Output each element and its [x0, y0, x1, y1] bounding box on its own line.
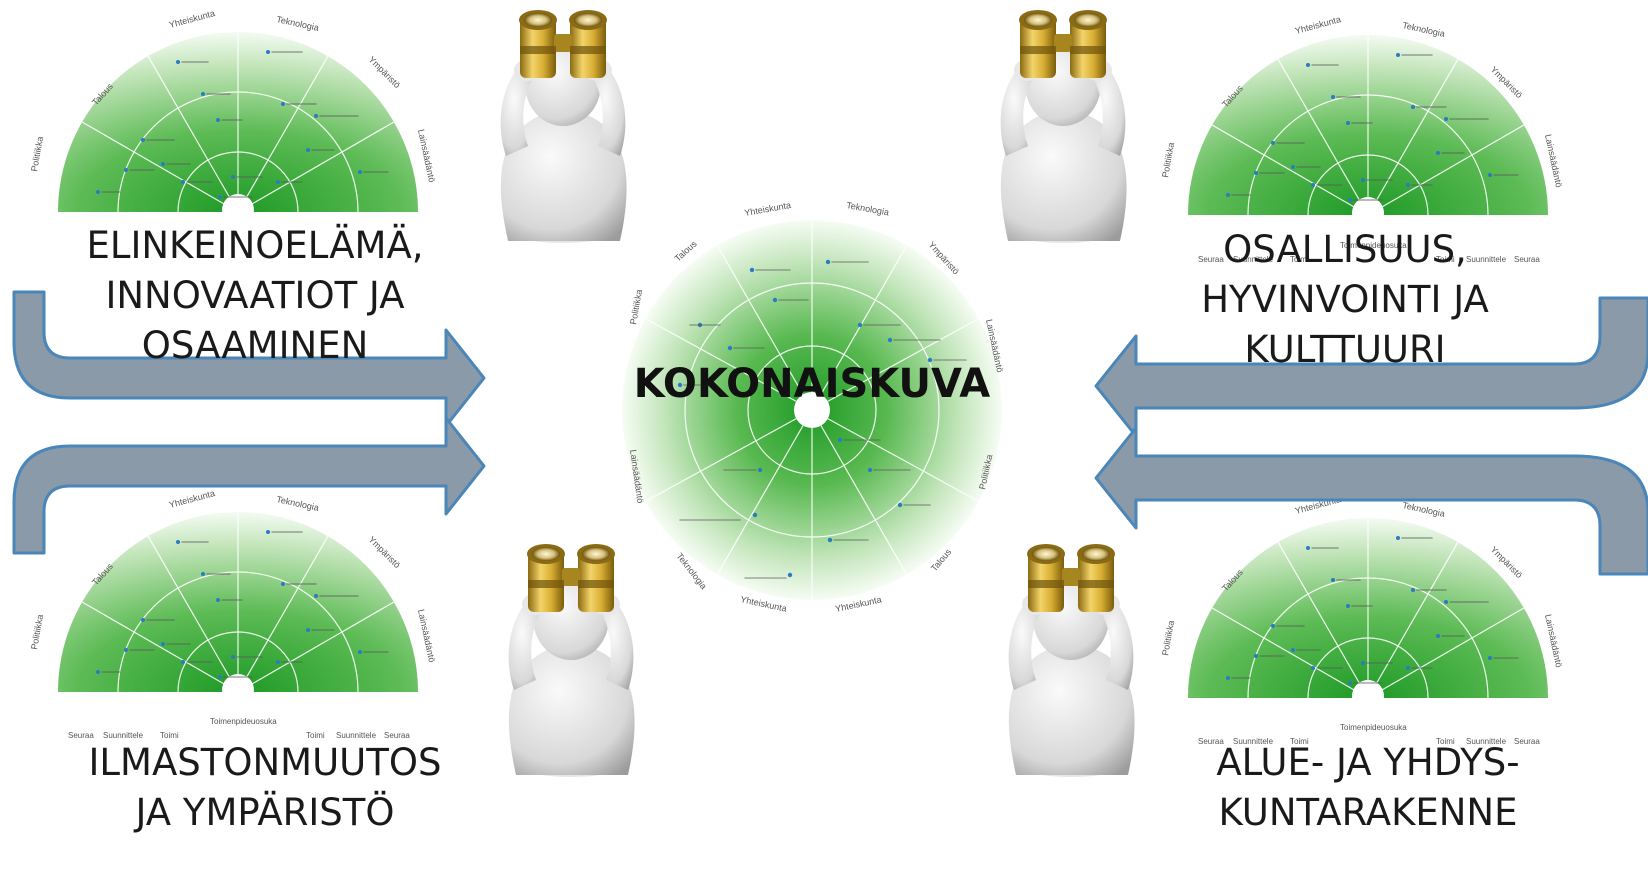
radar-bottom-labels: Seuraa Suunnittele Toimi Toimi Suunnitte…: [1198, 241, 1540, 264]
sector-label: Politiikka: [1160, 620, 1176, 657]
bottom-label: Suunnittele: [1233, 255, 1274, 264]
sector-label: Lainsäädäntö: [416, 608, 437, 663]
bottom-label: Suunnittele: [1466, 737, 1507, 746]
bottom-label: Seuraa: [1514, 737, 1540, 746]
sector-label: Teknologia: [276, 494, 320, 513]
binoculars-figure-icon: [1008, 544, 1135, 777]
binoculars-figure-icon: [500, 10, 627, 243]
sector-label: Politiikka: [628, 289, 644, 326]
sector-label: Lainsäädäntö: [1543, 613, 1564, 668]
arrow-bottom-right: [1094, 426, 1648, 576]
caption-line: HYVINVOINTI JA: [1201, 278, 1489, 321]
sector-label: Ympäristö: [367, 54, 403, 90]
bottom-label: Seuraa: [384, 731, 410, 740]
radar-panel-bottom-right: Politiikka Talous Yhteiskunta Teknologia…: [1160, 494, 1564, 746]
caption-line: KUNTARAKENNE: [1219, 791, 1518, 834]
caption-line: JA YMPÄRISTÖ: [134, 791, 395, 834]
bottom-label: Suunnittele: [336, 731, 377, 740]
sector-label: Teknologia: [846, 200, 890, 217]
sector-label: Ympäristö: [367, 534, 403, 570]
caption-line: INNOVAATIOT JA: [105, 274, 404, 317]
sector-label: Teknologia: [1402, 500, 1446, 519]
arrow-bottom-left: [12, 416, 486, 555]
caption-line: KULTTUURI: [1244, 328, 1445, 371]
sector-label: Politiikka: [29, 136, 45, 173]
sector-label: Teknologia: [276, 14, 320, 33]
caption-ilmasto: ILMASTONMUUTOS JA YMPÄRISTÖ: [89, 741, 442, 834]
sector-label: Yhteiskunta: [744, 200, 792, 218]
bottom-label: Toimi: [1436, 255, 1455, 264]
sector-label: Politiikka: [1160, 142, 1176, 179]
binoculars-figure-icon: [1000, 10, 1127, 243]
sector-label: Yhteiskunta: [168, 8, 216, 30]
radar-bottom-labels: Seuraa Suunnittele Toimi Toimi Suunnitte…: [68, 717, 410, 740]
bottom-label: Toimi: [1290, 737, 1309, 746]
bottom-label: Suunnittele: [1466, 255, 1507, 264]
bottom-label: Toimi: [1290, 255, 1309, 264]
sector-label: Yhteiskunta: [168, 488, 216, 510]
binoculars-figure-icon: [508, 544, 635, 777]
radar-center-label: Toimenpideuosuka: [1340, 723, 1407, 732]
bottom-label: Suunnittele: [103, 731, 144, 740]
caption-osallisuus: OSALLISUUS, HYVINVOINTI JA KULTTUURI: [1201, 228, 1489, 371]
caption-line: ILMASTONMUUTOS: [89, 741, 442, 784]
sector-label: Teknologia: [1402, 20, 1446, 39]
bottom-label: Seuraa: [1198, 255, 1224, 264]
bottom-label: Seuraa: [1514, 255, 1540, 264]
center-title: KOKONAISKUVA: [634, 361, 991, 407]
radar-center-label: Toimenpideuosuka: [210, 717, 277, 726]
radar-panel-top-left: Politiikka Talous Yhteiskunta Teknologia…: [29, 8, 437, 227]
bottom-label: Seuraa: [68, 731, 94, 740]
radar-center-label: Toimenpideuosuka: [1340, 241, 1407, 250]
radar-bottom-labels: Seuraa Suunnittele Toimi Toimi Suunnitte…: [1198, 723, 1540, 746]
sector-label: Talous: [673, 238, 699, 263]
caption-line: ALUE- JA YHDYS-: [1216, 741, 1519, 784]
radar-panel-bottom-left: Politiikka Talous Yhteiskunta Teknologia…: [29, 488, 437, 740]
caption-line: ELINKEINOELÄMÄ,: [86, 224, 423, 267]
sector-label: Politiikka: [29, 614, 45, 651]
sector-label: Lainsäädäntö: [1543, 133, 1564, 188]
sector-label: Yhteiskunta: [1294, 14, 1342, 36]
caption-line: OSAAMINEN: [142, 324, 369, 367]
bottom-label: Toimi: [306, 731, 325, 740]
bottom-label: Toimi: [1436, 737, 1455, 746]
arrows: [12, 290, 1648, 576]
caption-elinkeino: ELINKEINOELÄMÄ, INNOVAATIOT JA OSAAMINEN: [86, 224, 423, 367]
bottom-label: Toimi: [160, 731, 179, 740]
sector-label: Lainsäädäntö: [416, 128, 437, 183]
bottom-label: Seuraa: [1198, 737, 1224, 746]
bottom-label: Suunnittele: [1233, 737, 1274, 746]
radar-panel-top-right: Politiikka Talous Yhteiskunta Teknologia…: [1160, 14, 1564, 264]
caption-alue: ALUE- JA YHDYS- KUNTARAKENNE: [1216, 741, 1519, 834]
caption-line: OSALLISUUS,: [1223, 228, 1467, 271]
